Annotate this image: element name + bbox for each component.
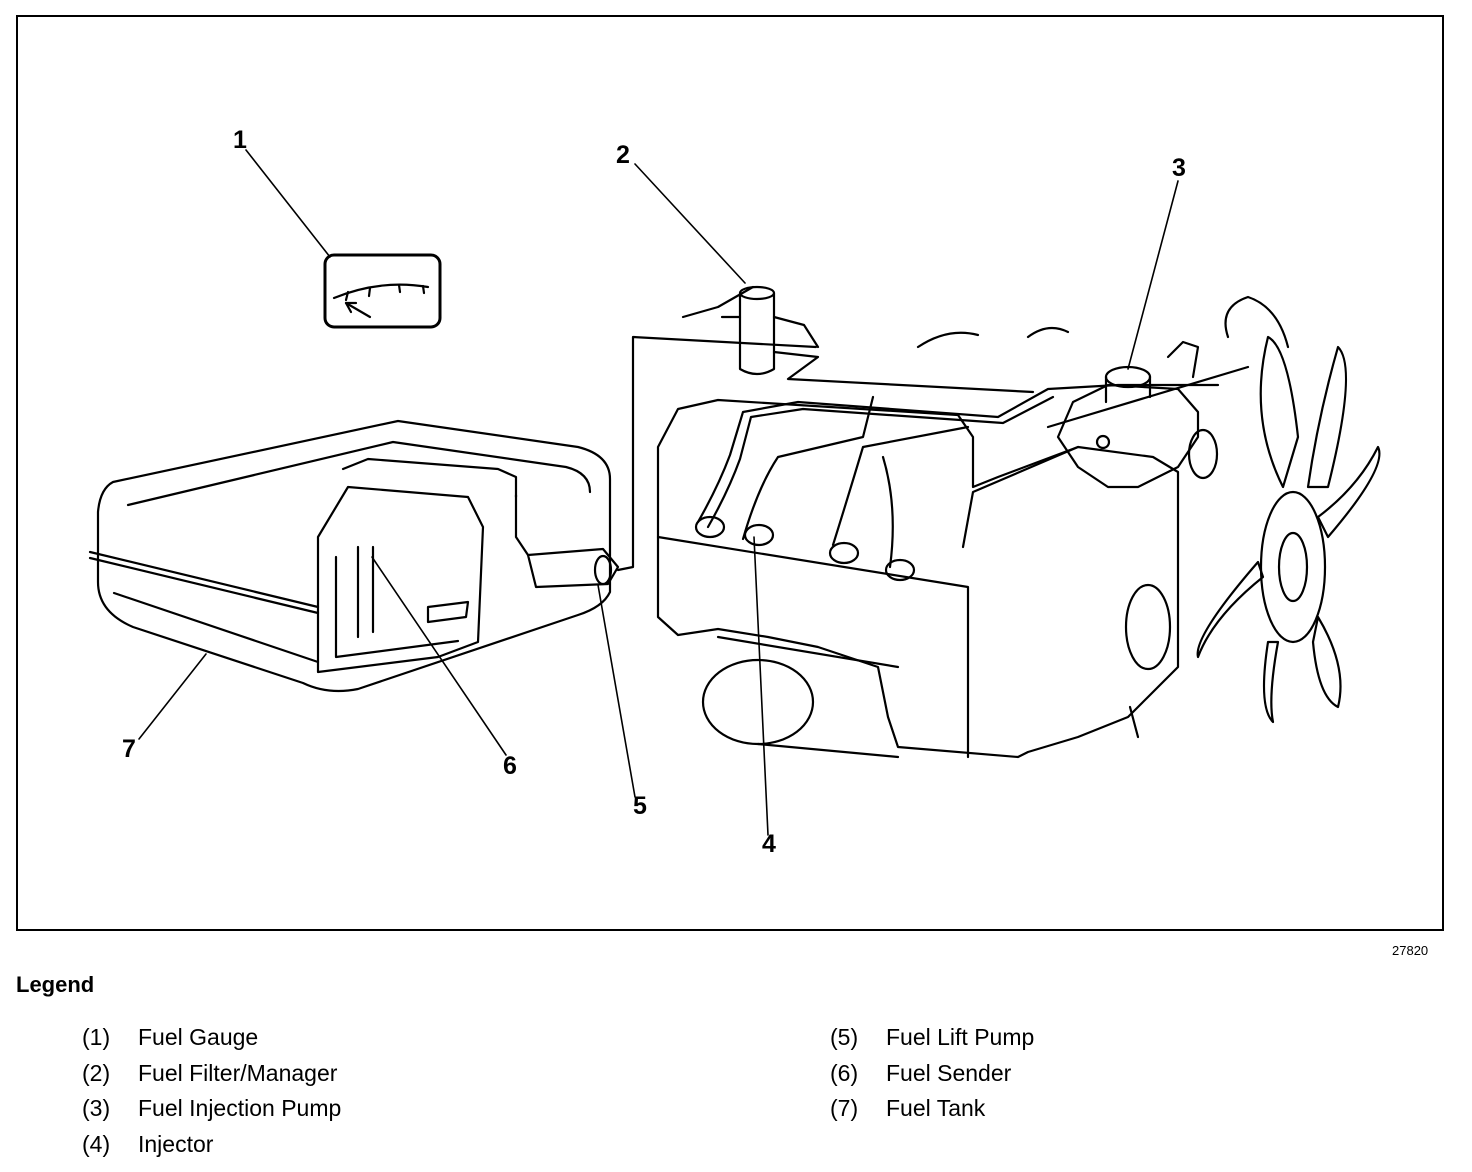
- fuel-filter-drawing: [720, 285, 1035, 394]
- engine-drawing: [656, 285, 1220, 759]
- callout-7: 7: [122, 735, 136, 763]
- callout-4: 4: [762, 830, 776, 858]
- fuel-lift-pump-drawing: [514, 335, 818, 589]
- legend-item-number: (1): [82, 1024, 111, 1050]
- legend-item-label: Fuel Tank: [886, 1095, 986, 1121]
- legend-heading: Legend: [16, 972, 95, 997]
- leader-line-6: [371, 556, 507, 756]
- fuel-tank-drawing: [88, 419, 612, 693]
- callout-1: 1: [233, 126, 247, 154]
- legend-item-fuel-filter: (2) Fuel Filter/Manager: [82, 1057, 341, 1093]
- leader-lines: [138, 149, 1179, 836]
- injection-pump-drawing: [1046, 340, 1250, 489]
- legend-item-label: Fuel Gauge: [138, 1024, 259, 1050]
- callout-3: 3: [1172, 154, 1186, 182]
- figure-id: 27820: [1392, 943, 1429, 958]
- legend-right-column: (5) Fuel Lift Pump (6) Fuel Sender (7) Fuel…: [830, 1021, 1034, 1128]
- legend-item-label: Fuel Lift Pump: [886, 1024, 1035, 1050]
- fuel-gauge-drawing: [323, 253, 442, 329]
- leader-line-2: [634, 163, 746, 284]
- legend-item-label: Fuel Filter/Manager: [138, 1059, 338, 1086]
- legend-item-number: (5): [830, 1024, 859, 1050]
- fuel-system-illustration: [88, 149, 1381, 836]
- leader-line-1: [245, 149, 331, 258]
- legend-item-fuel-gauge: (1) Fuel Gauge: [82, 1021, 341, 1057]
- legend-item-injection-pump: (3) Fuel Injection Pump: [82, 1092, 341, 1128]
- legend-item-number: (7): [830, 1095, 859, 1121]
- legend-item-label: Fuel Sender: [886, 1059, 1012, 1086]
- legend-item-lift-pump: (5) Fuel Lift Pump: [830, 1021, 1034, 1057]
- legend-item-number: (4): [82, 1130, 111, 1157]
- engine-fan-drawing: [1196, 295, 1381, 724]
- legend-item-label: Injector: [138, 1130, 214, 1157]
- callout-6: 6: [503, 752, 517, 780]
- leader-line-5: [597, 584, 636, 798]
- legend-item-label: Fuel Injection Pump: [138, 1095, 342, 1121]
- legend-item-number: (2): [82, 1059, 111, 1086]
- legend-item-injector: (4) Injector: [82, 1128, 341, 1164]
- leader-line-7: [138, 653, 207, 740]
- callout-2: 2: [616, 141, 630, 169]
- legend-item-fuel-sender: (6) Fuel Sender: [830, 1057, 1034, 1093]
- leader-line-3: [1127, 180, 1179, 370]
- legend-item-number: (6): [830, 1059, 859, 1086]
- callout-5: 5: [633, 792, 647, 820]
- legend-item-number: (3): [82, 1095, 111, 1121]
- diagram-frame: 1 2 3 4 5 6 7: [16, 15, 1444, 931]
- legend-item-fuel-tank: (7) Fuel Tank: [830, 1092, 1034, 1128]
- leader-line-4: [753, 536, 769, 836]
- legend-left-column: (1) Fuel Gauge (2) Fuel Filter/Manager (3)…: [82, 1021, 341, 1163]
